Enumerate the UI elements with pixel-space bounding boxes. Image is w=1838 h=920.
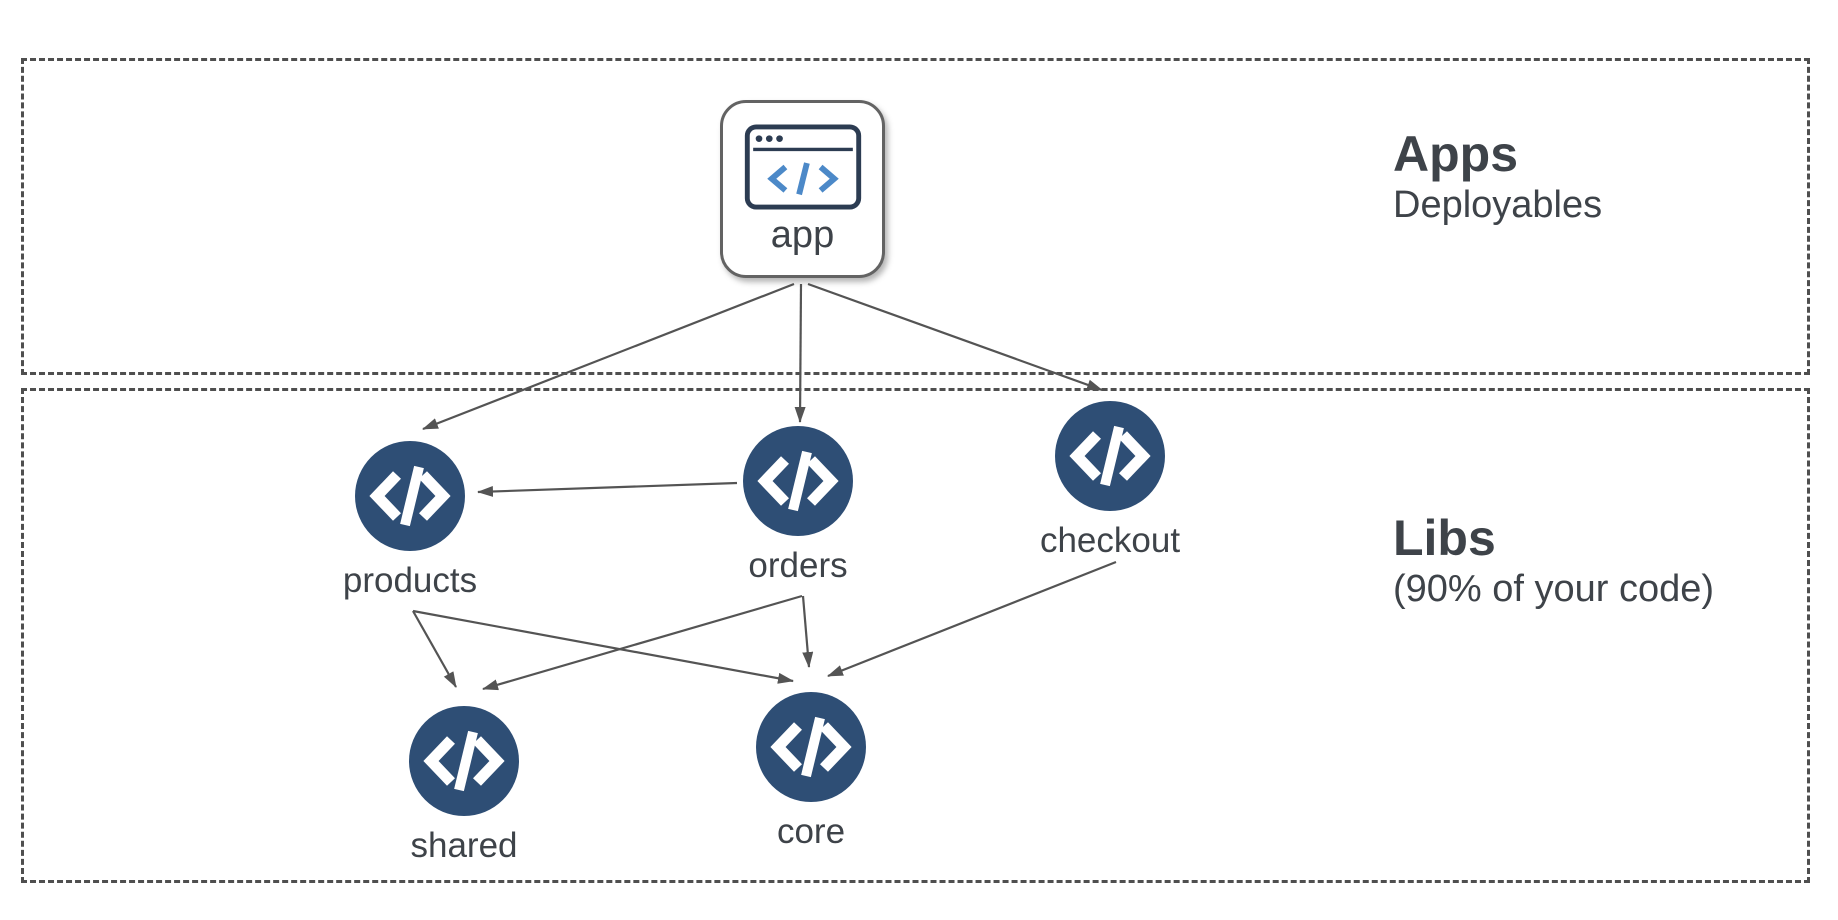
libs-section-box [21, 388, 1810, 883]
node-label: orders [748, 546, 848, 585]
node-core: core [756, 692, 866, 849]
libs-section-subtitle: (90% of your code) [1393, 568, 1715, 610]
apps-section-label: Apps Deployables [1393, 126, 1602, 229]
browser-code-icon [744, 124, 861, 210]
libs-section-label: Libs (90% of your code) [1393, 510, 1714, 613]
code-icon [756, 692, 866, 802]
code-icon [355, 441, 465, 551]
code-icon [743, 426, 853, 536]
node-label: core [776, 812, 846, 851]
apps-section-title: Apps [1393, 126, 1518, 182]
apps-section-subtitle: Deployables [1393, 184, 1603, 226]
node-shared: shared [409, 706, 519, 863]
node-app: app [720, 100, 885, 278]
node-label: products [342, 561, 478, 600]
node-label: checkout [1039, 521, 1181, 560]
node-products: products [343, 441, 477, 598]
code-icon [409, 706, 519, 816]
code-icon [1055, 401, 1165, 511]
libs-section-title: Libs [1393, 510, 1496, 566]
node-orders: orders [743, 426, 853, 583]
node-checkout: checkout [1040, 401, 1180, 558]
node-label: app [770, 214, 835, 256]
node-label: shared [410, 826, 518, 865]
